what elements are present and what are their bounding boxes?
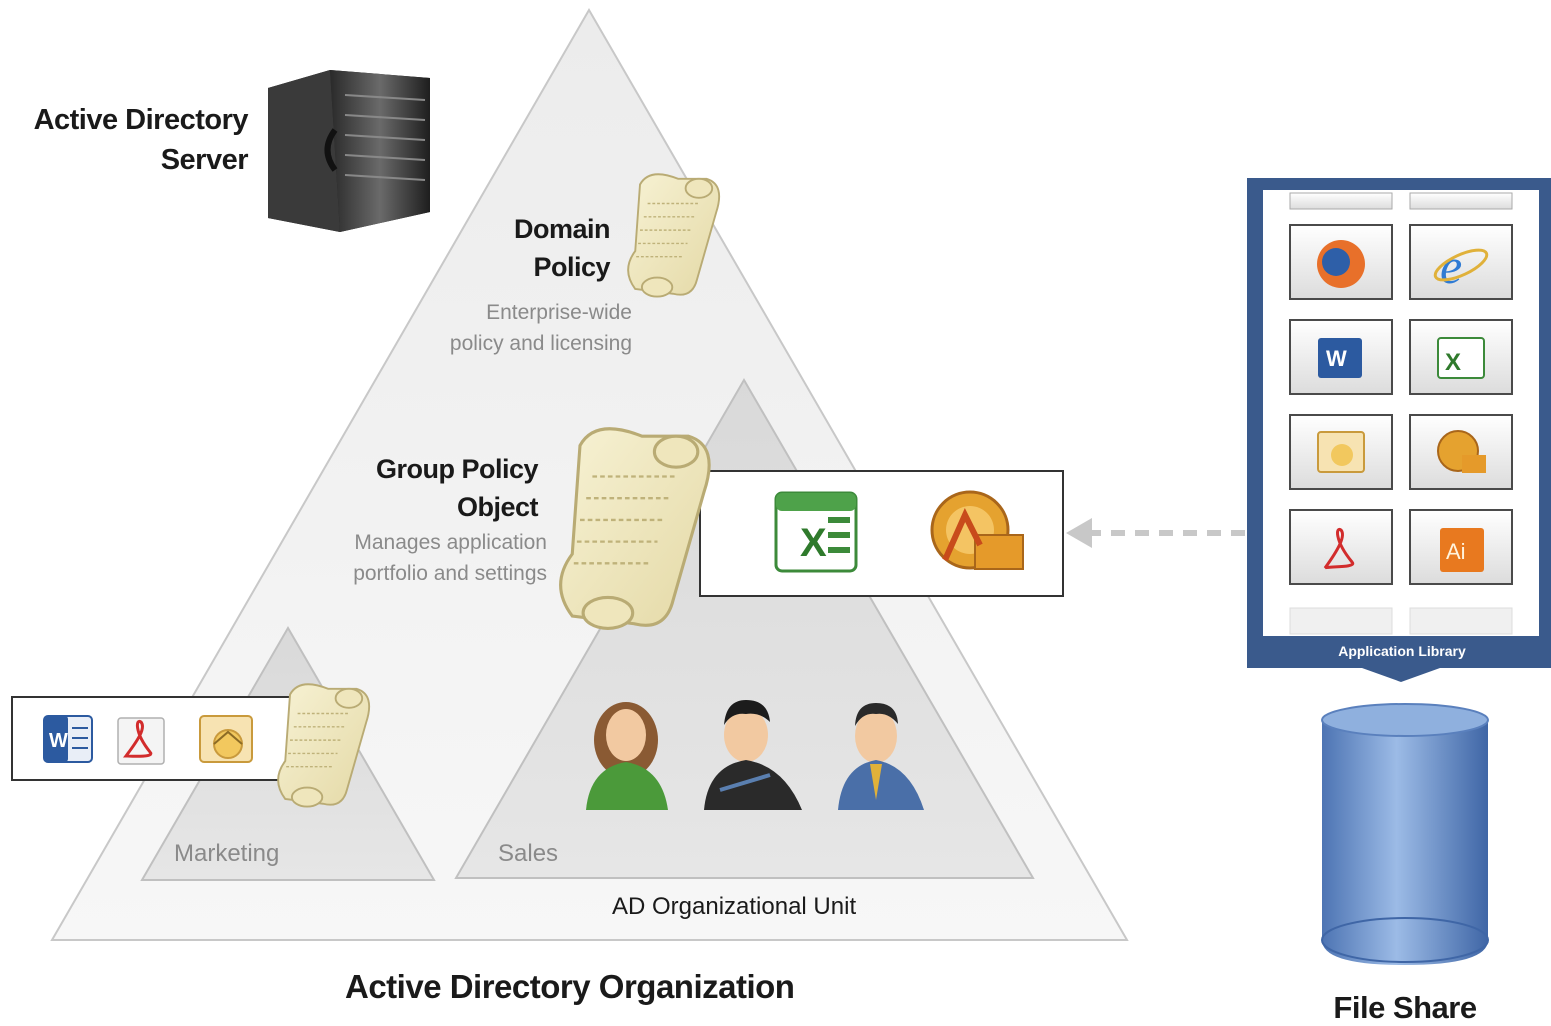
ad-organization-label: Active Directory Organization: [345, 968, 795, 1005]
svg-text:W: W: [1326, 346, 1347, 371]
ad-organizational-unit-label: AD Organizational Unit: [612, 893, 857, 920]
library-tile-internet-explorer[interactable]: e: [1409, 224, 1513, 300]
ad-server-label-line1: Active Directory: [33, 104, 249, 136]
illustrator-icon: [1440, 528, 1484, 572]
file-share-label: File Share: [1333, 990, 1477, 1025]
word-icon: [1318, 338, 1362, 378]
gpo-description: Manages application portfolio and settin…: [280, 527, 547, 589]
application-library-label: Application Library: [1338, 643, 1466, 659]
gpo-desc-line2: portfolio and settings: [353, 562, 547, 585]
server-icon: [268, 70, 430, 232]
user-man-icon: [704, 700, 802, 810]
gpo-app-installer-icon: [930, 490, 1024, 570]
marketing-acrobat-icon: [117, 717, 165, 765]
library-tile-app-installer[interactable]: [1409, 414, 1513, 490]
domain-policy-description: Enterprise-wide policy and licensing: [380, 297, 632, 359]
gpo-excel-icon: X: [774, 491, 858, 573]
domain-policy-title-line1: Domain: [513, 214, 611, 244]
sales-ou-label: Sales: [498, 840, 559, 867]
library-tile-outlook[interactable]: [1289, 414, 1393, 490]
svg-text:Ai: Ai: [1446, 539, 1466, 564]
svg-text:W: W: [49, 730, 68, 752]
deploy-arrow-icon: [1066, 518, 1245, 548]
library-tile-firefox[interactable]: [1289, 224, 1393, 300]
excel-icon: [1437, 337, 1485, 379]
user-businessman-icon: [838, 703, 924, 810]
ad-server-label: Active Directory Server: [10, 100, 249, 180]
acrobat-icon: [1323, 527, 1355, 570]
svg-text:X: X: [800, 521, 827, 565]
domain-policy-desc-line2: policy and licensing: [449, 332, 632, 355]
library-tile-acrobat[interactable]: [1289, 509, 1393, 585]
ad-server-label-line2: Server: [160, 144, 249, 176]
user-woman-icon: [586, 702, 668, 810]
library-tile-excel[interactable]: X: [1409, 319, 1513, 395]
gpo-title-line2: Object: [456, 492, 539, 522]
domain-policy-title: Domain Policy: [440, 210, 611, 286]
marketing-ou-label: Marketing: [174, 840, 280, 867]
domain-policy-title-line2: Policy: [533, 252, 610, 282]
marketing-outlook-icon: [199, 715, 253, 763]
gpo-title-line1: Group Policy: [375, 454, 539, 484]
domain-policy-desc-line1: Enterprise-wide: [486, 301, 632, 324]
marketing-word-icon: W: [43, 715, 93, 763]
svg-text:X: X: [1445, 349, 1461, 376]
library-tile-illustrator[interactable]: Ai: [1409, 509, 1513, 585]
gpo-desc-line1: Manages application: [354, 531, 547, 554]
library-tile-word[interactable]: W: [1289, 319, 1393, 395]
gpo-title: Group Policy Object: [300, 450, 539, 526]
file-share-cylinder-icon: [1321, 703, 1489, 965]
